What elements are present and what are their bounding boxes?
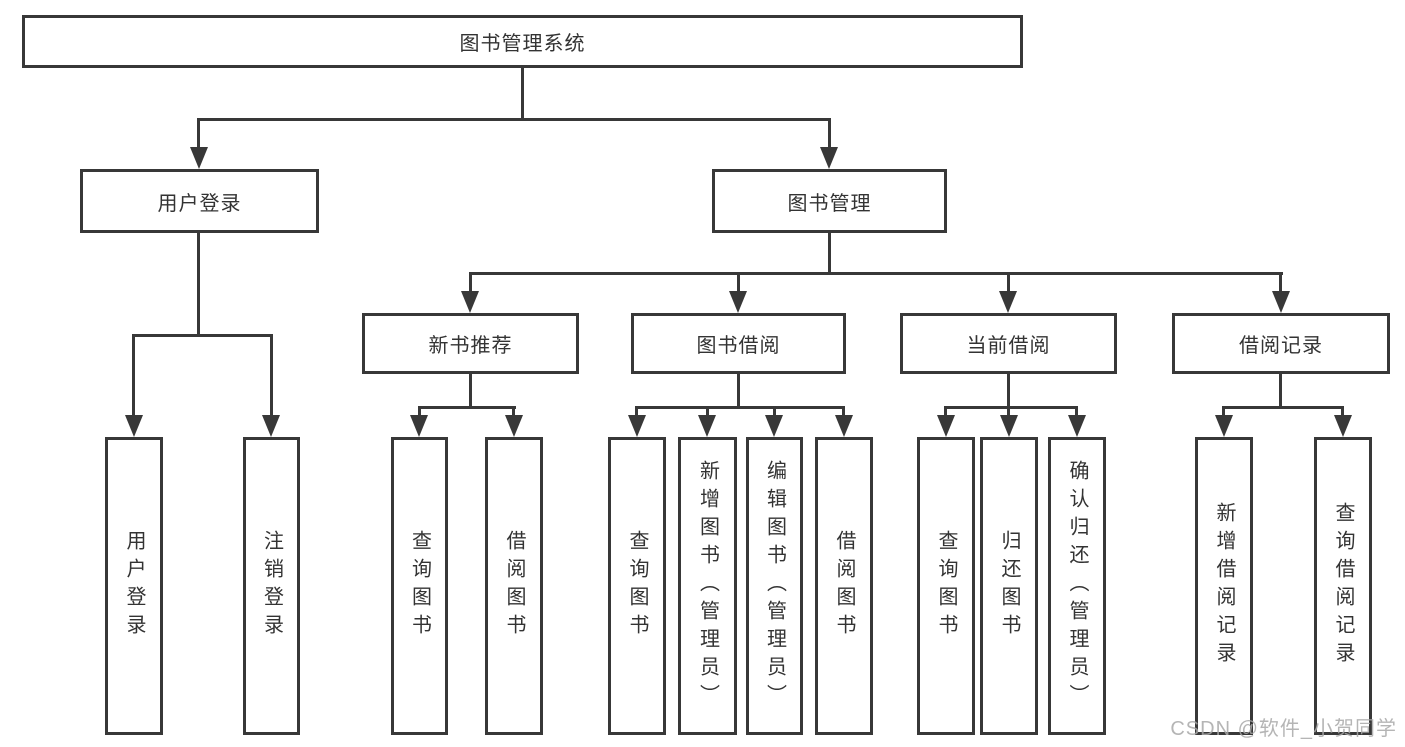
leaf-label: 归还图书 <box>998 530 1020 642</box>
arrow-down-icon <box>765 415 783 437</box>
connector-segment <box>773 406 776 418</box>
leaf-label: 新增图书（管理员） <box>696 460 719 712</box>
arrow-down-icon <box>698 415 716 437</box>
node-user-login: 用户登录 <box>80 169 319 233</box>
arrow-down-icon <box>461 291 479 313</box>
connector-segment <box>737 373 740 409</box>
node-current-borrow: 当前借阅 <box>900 313 1117 374</box>
arrow-down-icon <box>410 415 428 437</box>
arrow-down-icon <box>820 147 838 169</box>
connector-segment <box>706 406 709 418</box>
connector-segment <box>944 406 1078 409</box>
leaf-label: 注销登录 <box>260 530 283 642</box>
arrow-down-icon <box>262 415 280 437</box>
arrow-down-icon <box>1334 415 1352 437</box>
arrow-down-icon <box>1000 415 1018 437</box>
arrow-down-icon <box>1068 415 1086 437</box>
arrow-down-icon <box>190 147 208 169</box>
node-label: 图书管理 <box>787 192 872 215</box>
leaf-query-books-current: 查询图书 <box>917 437 975 735</box>
arrow-down-icon <box>1215 415 1233 437</box>
connector-segment <box>469 272 1283 275</box>
connector-segment <box>132 334 273 337</box>
node-book-management: 图书管理 <box>712 169 947 233</box>
leaf-borrow-books: 借阅图书 <box>815 437 873 735</box>
connector-segment <box>197 118 200 152</box>
connector-segment <box>418 406 516 409</box>
arrow-down-icon <box>1272 291 1290 313</box>
connector-segment <box>197 233 200 337</box>
leaf-confirm-return-admin: 确认归还（管理员） <box>1048 437 1106 735</box>
connector-segment <box>132 334 135 419</box>
leaf-label: 确认归还（管理员） <box>1066 460 1088 712</box>
leaf-query-borrow-record: 查询借阅记录 <box>1314 437 1372 735</box>
node-label: 新书推荐 <box>428 335 513 357</box>
node-root: 图书管理系统 <box>22 15 1023 68</box>
connector-segment <box>418 406 421 418</box>
leaf-return-books: 归还图书 <box>980 437 1038 735</box>
leaf-label: 查询图书 <box>935 530 957 642</box>
leaf-query-books: 查询图书 <box>608 437 666 735</box>
node-label: 用户登录 <box>157 192 242 215</box>
arrow-down-icon <box>835 415 853 437</box>
leaf-label: 查询图书 <box>626 530 648 642</box>
arrow-down-icon <box>937 415 955 437</box>
leaf-add-books-admin: 新增图书（管理员） <box>678 437 737 735</box>
connector-segment <box>197 118 831 121</box>
leaf-query-books-recommend: 查询图书 <box>391 437 448 735</box>
leaf-edit-books-admin: 编辑图书（管理员） <box>746 437 803 735</box>
connector-segment <box>1341 406 1344 418</box>
connector-segment <box>828 118 831 152</box>
leaf-label: 查询图书 <box>408 530 431 642</box>
connector-segment <box>1222 406 1225 418</box>
arrow-down-icon <box>505 415 523 437</box>
leaf-label: 编辑图书（管理员） <box>763 460 786 712</box>
connector-segment <box>1007 406 1010 418</box>
connector-segment <box>512 406 515 418</box>
connector-segment <box>1222 406 1344 409</box>
leaf-add-borrow-record: 新增借阅记录 <box>1195 437 1253 735</box>
arrow-down-icon <box>999 291 1017 313</box>
connector-segment <box>1007 373 1010 409</box>
connector-segment <box>1007 272 1010 294</box>
connector-segment <box>469 373 472 409</box>
connector-segment <box>842 406 845 418</box>
connector-segment <box>469 272 472 294</box>
connector-segment <box>270 334 273 419</box>
leaf-label: 新增借阅记录 <box>1213 502 1235 670</box>
leaf-label: 用户登录 <box>123 530 145 642</box>
leaf-label: 借阅图书 <box>833 530 855 642</box>
node-label: 借阅记录 <box>1239 335 1323 357</box>
connector-segment <box>635 406 845 409</box>
connector-segment <box>635 406 638 418</box>
connector-segment <box>828 233 831 275</box>
leaf-user-login: 用户登录 <box>105 437 163 735</box>
watermark: CSDN @软件_小贺同学 <box>1170 718 1397 740</box>
node-book-borrow: 图书借阅 <box>631 313 846 374</box>
node-label: 当前借阅 <box>966 335 1051 357</box>
connector-segment <box>737 272 740 294</box>
node-borrow-records: 借阅记录 <box>1172 313 1390 374</box>
connector-segment <box>944 406 947 418</box>
leaf-label: 借阅图书 <box>503 530 525 642</box>
connector-segment <box>521 68 524 121</box>
connector-segment <box>1279 272 1282 294</box>
connector-segment <box>1279 373 1282 409</box>
leaf-borrow-books-recommend: 借阅图书 <box>485 437 543 735</box>
node-new-book-recommend: 新书推荐 <box>362 313 579 374</box>
connector-segment <box>1075 406 1078 418</box>
arrow-down-icon <box>628 415 646 437</box>
node-root-label: 图书管理系统 <box>459 33 586 55</box>
arrow-down-icon <box>729 291 747 313</box>
node-label: 图书借阅 <box>696 335 781 357</box>
leaf-logout: 注销登录 <box>243 437 300 735</box>
arrow-down-icon <box>125 415 143 437</box>
leaf-label: 查询借阅记录 <box>1332 502 1354 670</box>
